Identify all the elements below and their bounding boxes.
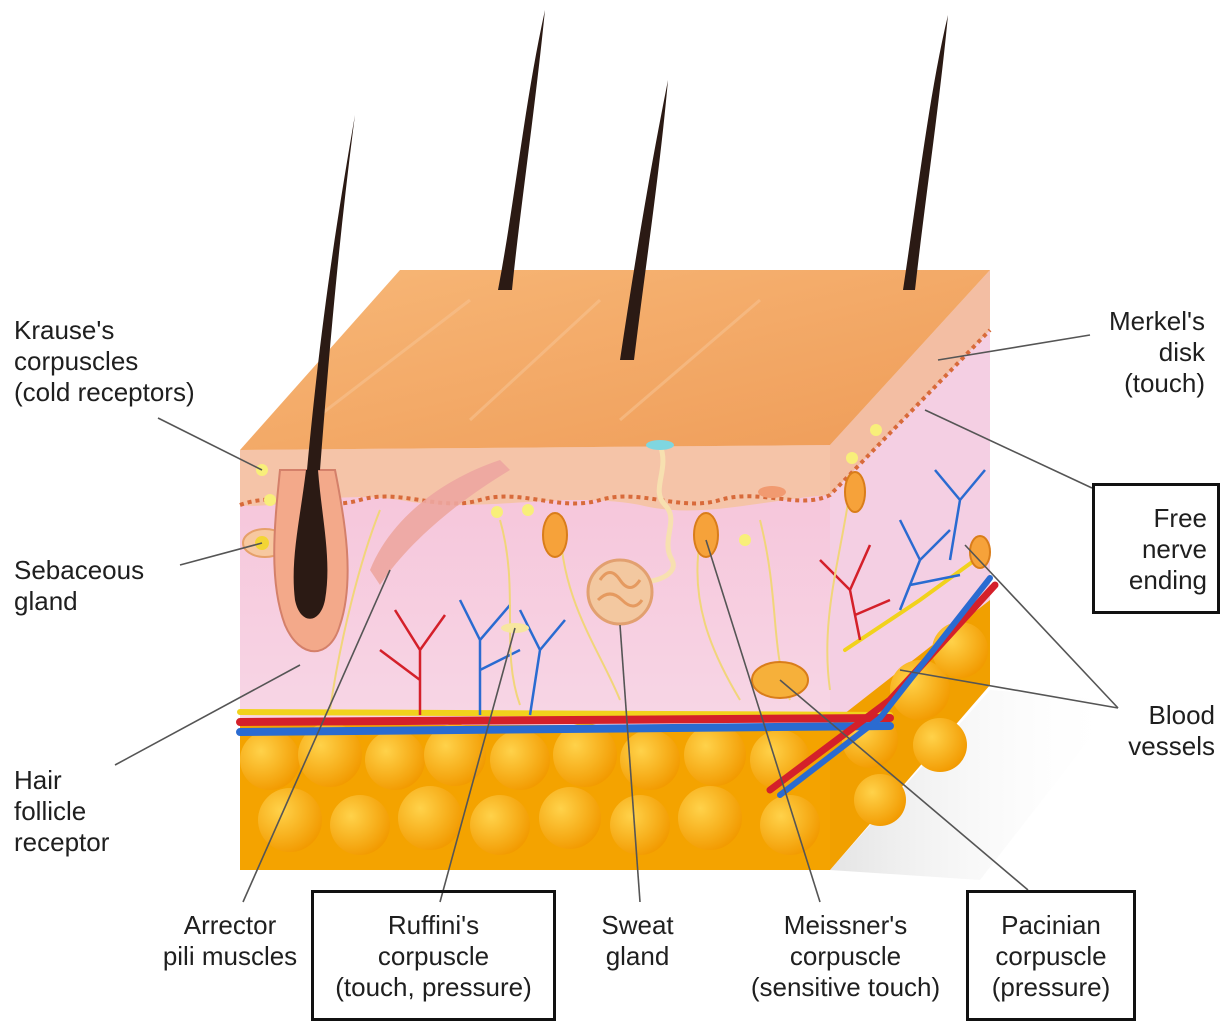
label-arrector-pili: Arrectorpili muscles: [150, 910, 310, 972]
label-ruffini-corpuscle: Ruffini'scorpuscle(touch, pressure): [311, 910, 556, 1003]
label-hair-follicle-receptor: Hairfolliclereceptor: [14, 765, 109, 858]
label-blood-vessels: Bloodvessels: [1080, 700, 1215, 762]
label-pacinian-corpuscle: Paciniancorpuscle(pressure): [966, 910, 1136, 1003]
label-krause-corpuscles: Krause'scorpuscles(cold receptors): [14, 315, 195, 408]
label-meissner-corpuscle: Meissner'scorpuscle(sensitive touch): [728, 910, 963, 1003]
label-merkel-disk: Merkel'sdisk(touch): [1000, 306, 1205, 399]
label-sebaceous-gland: Sebaceousgland: [14, 555, 144, 617]
label-sweat-gland: Sweatgland: [575, 910, 700, 972]
label-free-nerve-ending: Freenerveending: [1092, 503, 1207, 596]
